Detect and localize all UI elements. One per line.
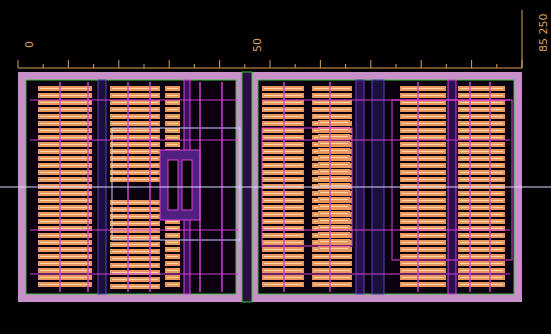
ruler-label: 0 [24, 41, 35, 48]
ruler-label: 50 [252, 38, 263, 52]
crosshair [0, 187, 551, 188]
ruler-label: 85 250 [538, 14, 549, 53]
ruler [18, 10, 522, 68]
